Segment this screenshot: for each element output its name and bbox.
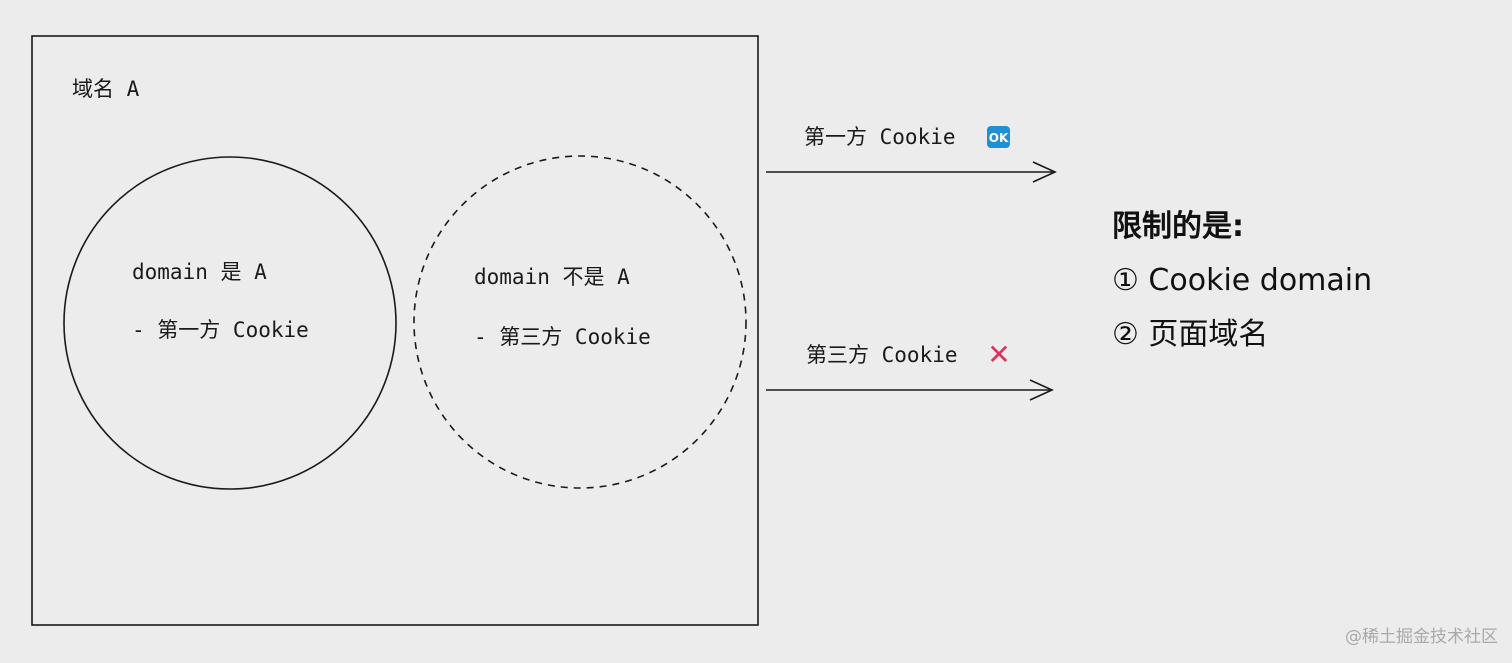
ok-badge-bg [987, 126, 1010, 148]
third-party-arrow-label: 第三方 Cookie [806, 343, 958, 367]
ok-badge: OK [987, 126, 1010, 148]
first-party-arrow-label: 第一方 Cookie [804, 125, 956, 149]
first-party-circle [63, 156, 397, 490]
third-party-cookie-text: - 第三方 Cookie [474, 325, 651, 349]
first-party-cookie-text: - 第一方 Cookie [132, 318, 309, 342]
summary-title: 限制的是: [1112, 209, 1244, 244]
third-party-arrow-head [1029, 379, 1054, 401]
first-party-domain-text: domain 是 A [132, 260, 267, 284]
restriction-summary: 限制的是: ① Cookie domain ② 页面域名 [1112, 200, 1372, 362]
first-party-arrow-head [1032, 161, 1057, 183]
ok-badge-text: OK [989, 131, 1009, 145]
cross-mark-icon: ✕ [987, 338, 1010, 371]
third-party-circle [413, 155, 747, 489]
domain-a-label: 域名 A [72, 77, 140, 101]
summary-item-cookie-domain: ① Cookie domain [1112, 263, 1373, 298]
summary-item-page-domain: ② 页面域名 [1112, 317, 1269, 352]
domain-a-box [31, 35, 759, 626]
third-party-domain-text: domain 不是 A [474, 265, 630, 289]
watermark: @稀土掘金技术社区 [1345, 627, 1498, 647]
